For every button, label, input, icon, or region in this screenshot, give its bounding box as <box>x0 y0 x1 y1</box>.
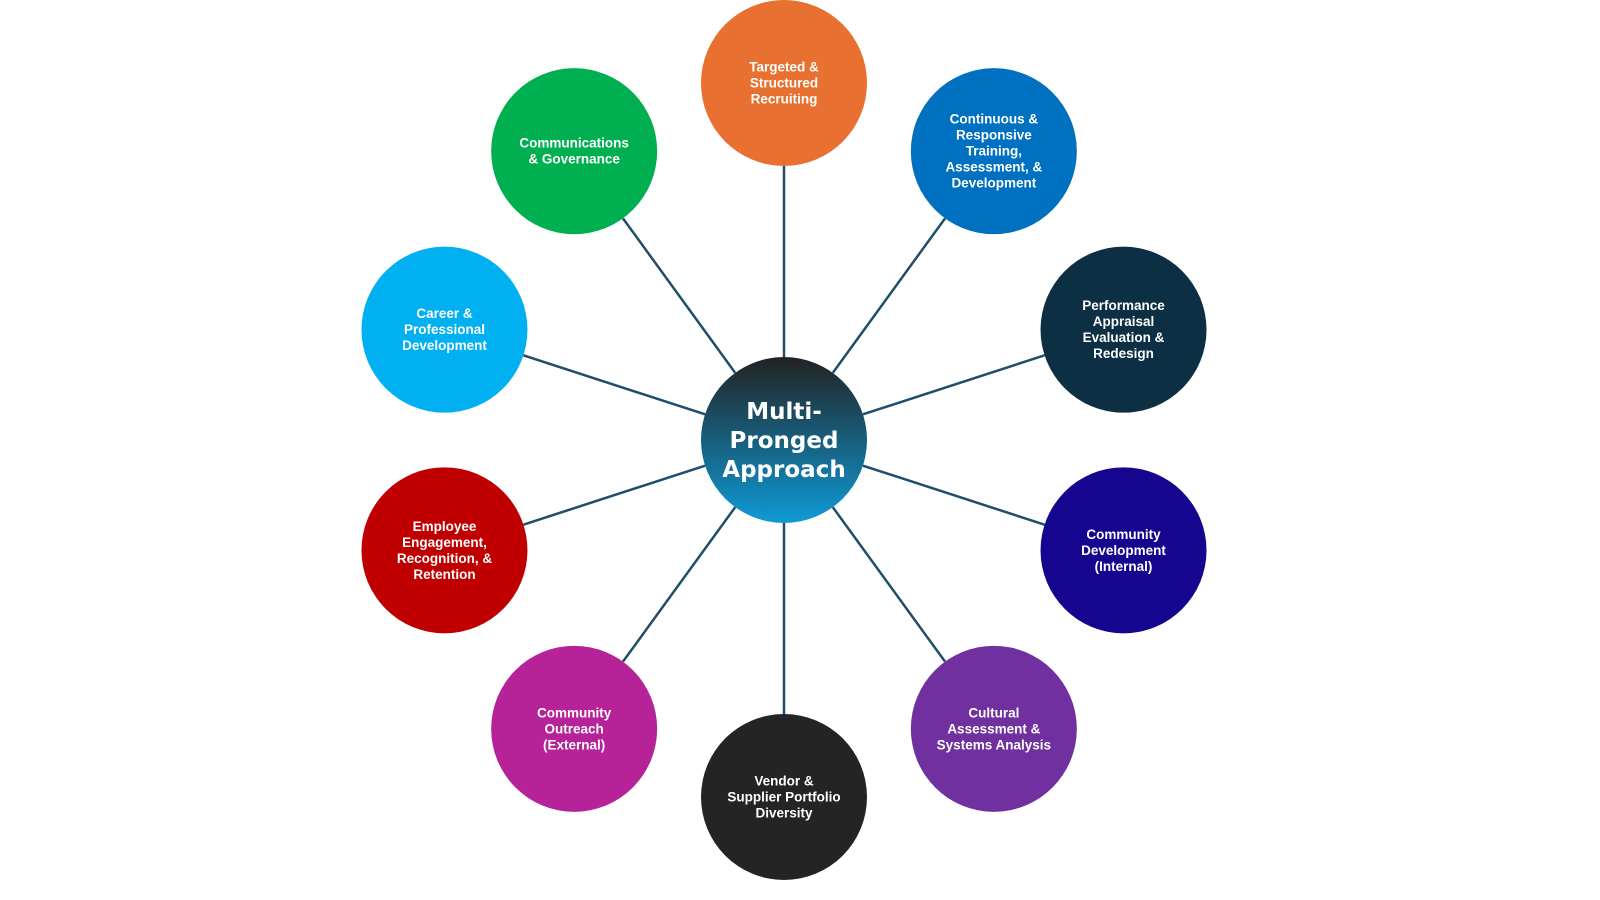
node-label-line: Continuous & <box>950 112 1039 127</box>
node-circle <box>701 714 867 880</box>
node-label: Communications& Governance <box>519 136 629 167</box>
connector-employee-engagement <box>523 464 706 526</box>
node-label-line: Structured <box>750 76 818 91</box>
node-circle <box>701 0 867 166</box>
node-label-line: Engagement, <box>402 535 487 550</box>
node-label-line: Recognition, & <box>397 551 492 566</box>
center-label-line: Multi- <box>746 399 822 425</box>
node-label-line: Outreach <box>545 721 604 736</box>
node-label-line: Cultural <box>968 705 1019 720</box>
node-label-line: Recruiting <box>751 92 818 107</box>
node-label-line: (External) <box>543 737 605 752</box>
node-label-line: Appraisal <box>1093 314 1155 329</box>
node-label-line: Development <box>402 338 487 353</box>
connector-communications-governance <box>621 217 737 374</box>
node-label-line: Redesign <box>1093 346 1154 361</box>
center-label-line: Approach <box>722 457 845 483</box>
node-label-line: Performance <box>1082 298 1165 313</box>
node-label-line: Supplier Portfolio <box>727 790 840 805</box>
node-circle <box>1040 246 1207 413</box>
node-label-line: Evaluation & <box>1083 330 1165 345</box>
node-label-line: (Internal) <box>1095 559 1153 574</box>
node-circle <box>910 68 1077 235</box>
node-label-line: Communications <box>519 136 629 151</box>
node-circle <box>361 467 528 634</box>
node-label-line: Assessment & <box>947 721 1040 736</box>
connectors <box>523 166 1045 714</box>
node-label-line: Development <box>1081 543 1166 558</box>
node-label-line: Training, <box>966 144 1022 159</box>
connector-performance-appraisal <box>862 354 1045 416</box>
connector-career-professional-development <box>523 354 706 416</box>
node-label-line: Diversity <box>755 806 813 821</box>
node-label-line: Professional <box>404 322 485 337</box>
node-label-line: Responsive <box>956 128 1032 143</box>
node-communications-governance: Communications& Governance <box>491 68 658 235</box>
center-circle <box>701 357 867 523</box>
node-label-line: Development <box>951 176 1036 191</box>
node-circle <box>910 645 1077 812</box>
node-label-line: Employee <box>413 519 477 534</box>
node-label-line: & Governance <box>528 152 620 167</box>
connector-continuous-responsive-training <box>831 217 947 374</box>
node-circle <box>491 645 658 812</box>
node-label-line: Assessment, & <box>945 160 1042 175</box>
connector-community-outreach-external <box>621 506 737 663</box>
node-circle <box>491 68 658 235</box>
node-label-line: Retention <box>413 567 475 582</box>
node-label-line: Targeted & <box>749 60 819 75</box>
node-circle <box>1040 467 1207 634</box>
node-label-line: Community <box>537 705 612 720</box>
center-label-line: Pronged <box>730 428 839 454</box>
connector-cultural-assessment <box>831 506 947 663</box>
node-label-line: Career & <box>416 306 473 321</box>
node-label-line: Community <box>1086 527 1161 542</box>
node-label-line: Vendor & <box>754 774 814 789</box>
connector-community-development-internal <box>862 464 1045 526</box>
node-label-line: Systems Analysis <box>937 737 1051 752</box>
node-circle <box>361 246 528 413</box>
